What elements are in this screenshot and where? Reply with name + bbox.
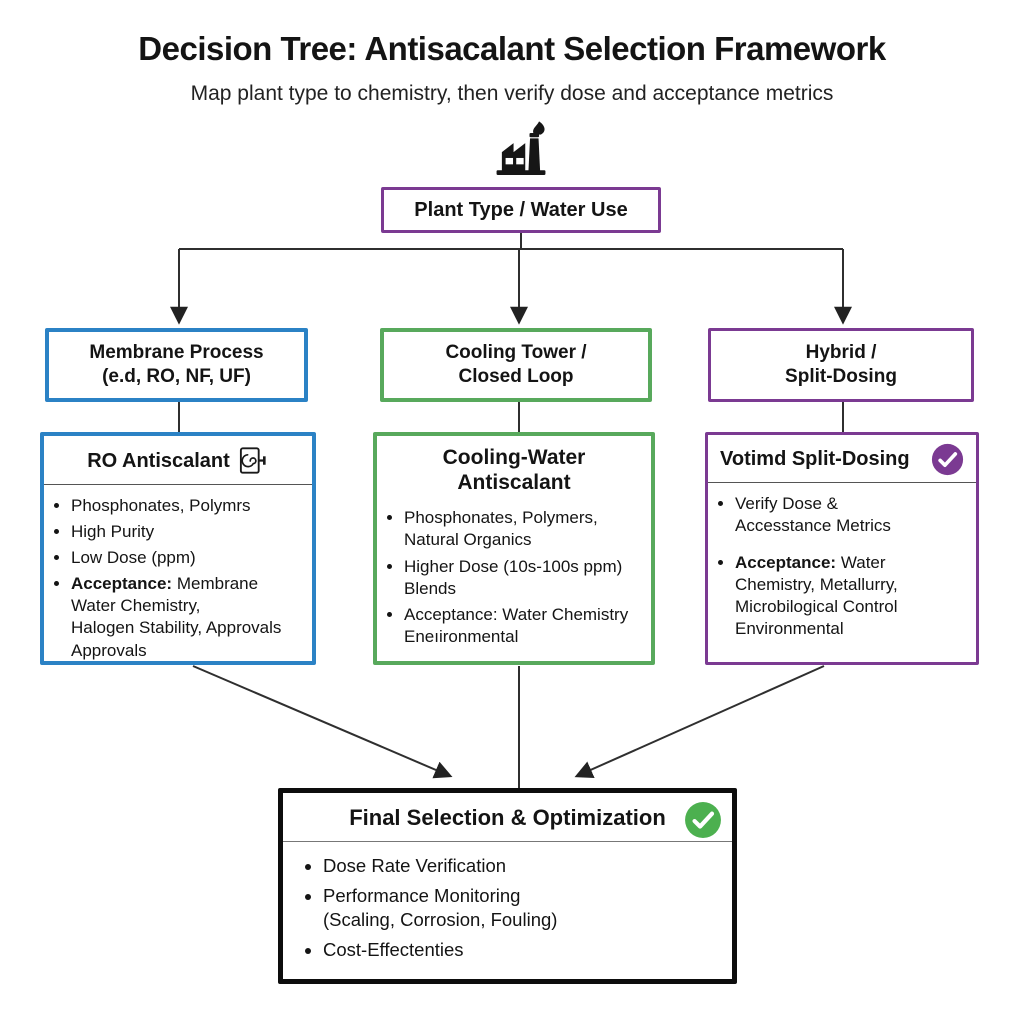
bullet-item: Phosphonates, Polymrs [71, 495, 312, 517]
node-label: Plant Type / Water Use [414, 198, 628, 221]
bullet-item: Acceptance: Water Chemistry, Metallurry,… [735, 552, 976, 640]
node-membrane-process: Membrane Process (e.d, RO, NF, UF) [45, 328, 308, 402]
detail-title: Cooling-Water Antiscalant [442, 446, 586, 495]
bullet-item: Acceptance: Membrane Water Chemistry, Ha… [71, 573, 312, 661]
detail-title: Votimd Split-Dosing [720, 448, 910, 470]
bullet-item: Cost-Effectenties [323, 938, 732, 962]
detail-header: Votimd Split-Dosing [708, 435, 976, 483]
detail-ro-antiscalant: RO Antiscalant Phosphonates, PolymrsHigh… [40, 432, 316, 665]
page-subtitle: Map plant type to chemistry, then verify… [190, 82, 834, 105]
detail-title: RO Antiscalant [87, 449, 230, 472]
bullet-item: High Purity [71, 521, 312, 543]
final-header: Final Selection & Optimization [283, 793, 732, 842]
bullet-list: Phosphonates, Polymers, Natural Organics… [377, 507, 651, 648]
check-icon [931, 443, 964, 476]
factory-icon [496, 121, 546, 175]
node-label: Cooling Tower / Closed Loop [445, 342, 587, 387]
final-title: Final Selection & Optimization [349, 805, 666, 830]
bullet-list: Verify Dose & Accesstance MetricsAccepta… [708, 493, 976, 641]
final-selection-box: Final Selection & Optimization Dose Rate… [278, 788, 737, 984]
node-label: Hybrid / Split-Dosing [785, 342, 897, 387]
bullet-item: Higher Dose (10s-100s ppm) Blends [404, 556, 651, 600]
detail-votimd-split-dosing: Votimd Split-Dosing Verify Dose & Access… [705, 432, 979, 665]
membrane-module-icon [239, 445, 269, 477]
detail-header: RO Antiscalant [44, 436, 312, 485]
detail-header: Cooling-Water Antiscalant [377, 436, 651, 497]
node-plant-type: Plant Type / Water Use [381, 187, 661, 233]
node-hybrid-split-dosing: Hybrid / Split-Dosing [708, 328, 974, 402]
page-title: Decision Tree: Antisacalant Selection Fr… [138, 30, 886, 67]
bullet-item: Acceptance: Water Chemistry Eneıironment… [404, 604, 651, 648]
bullet-item: Low Dose (ppm) [71, 547, 312, 569]
bullet-item: Dose Rate Verification [323, 854, 732, 878]
bullet-list: Dose Rate VerificationPerformance Monito… [283, 854, 732, 962]
check-icon [684, 801, 722, 839]
node-cooling-tower: Cooling Tower / Closed Loop [380, 328, 652, 402]
bullet-item: Verify Dose & Accesstance Metrics [735, 493, 976, 537]
bullet-item: Phosphonates, Polymers, Natural Organics [404, 507, 651, 551]
node-label: Membrane Process (e.d, RO, NF, UF) [89, 342, 264, 387]
bullet-list: Phosphonates, PolymrsHigh PurityLow Dose… [44, 495, 312, 662]
detail-cooling-water-antiscalant: Cooling-Water Antiscalant Phosphonates, … [373, 432, 655, 665]
bullet-item: Performance Monitoring (Scaling, Corrosi… [323, 884, 732, 932]
